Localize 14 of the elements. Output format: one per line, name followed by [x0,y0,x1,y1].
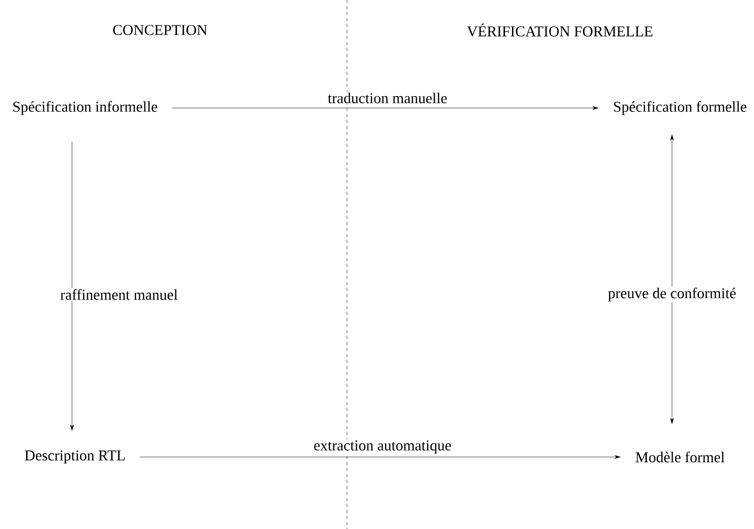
edge-label: raffinement manuel [59,288,179,301]
node-text: Description RTL [24,450,125,464]
arrow [670,134,674,424]
column-heading: VÉRIFICATION FORMELLE [467,23,652,37]
edge-label: preuve de conformité [606,286,738,302]
arrow [172,106,598,110]
node-text: Spécification informelle [13,101,158,115]
edge-label: traduction manuelle [326,92,448,104]
arrow [140,455,620,459]
edge-label: extraction automatique [312,439,452,455]
node-text: Spécification formelle [614,101,746,115]
node-text: Modèle formel [636,452,724,462]
column-heading: CONCEPTION [113,24,208,36]
arrow [70,142,74,431]
